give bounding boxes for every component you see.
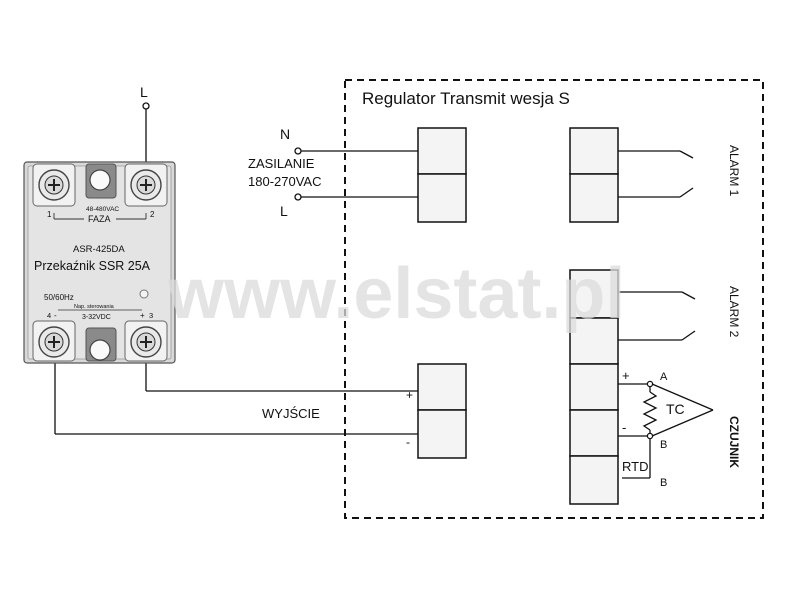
relay-l-label: L bbox=[140, 84, 148, 100]
sensor-b1-label: B bbox=[660, 439, 667, 451]
power-label-line2: 180-270VAC bbox=[248, 174, 321, 189]
ssr-pin3: 3 bbox=[149, 311, 153, 320]
sensor-tc-label: TC bbox=[666, 401, 685, 417]
sensor-rtd-label: RTD bbox=[622, 459, 648, 474]
ssr-minus: - bbox=[54, 311, 57, 320]
power-terminal-block bbox=[417, 127, 467, 223]
output-plus: + bbox=[406, 388, 413, 402]
regulator-title: Regulator Transmit wesja S bbox=[362, 89, 570, 108]
alarm1-contact bbox=[618, 150, 694, 198]
alarm2-label: ALARM 2 bbox=[727, 286, 741, 338]
alarm2-sensor-terminal-block bbox=[569, 269, 619, 505]
sensor-wiring bbox=[618, 380, 714, 479]
watermark: www.elstat.pl bbox=[167, 254, 625, 334]
output-wiring bbox=[54, 360, 418, 435]
ssr-input-range: 3-32VDC bbox=[82, 314, 111, 321]
ssr-freq: 50/60Hz bbox=[44, 293, 74, 302]
ssr-faza-label: FAZA bbox=[88, 214, 111, 224]
ssr-relay bbox=[23, 161, 176, 364]
power-label-line1: ZASILANIE bbox=[248, 156, 315, 171]
ssr-input-title: Nap. sterowania bbox=[74, 304, 115, 310]
regulator-enclosure bbox=[344, 79, 764, 519]
alarm1-label: ALARM 1 bbox=[727, 145, 741, 197]
alarm2-contact bbox=[618, 291, 696, 341]
sensor-minus: - bbox=[622, 420, 626, 435]
sensor-a-label: A bbox=[660, 371, 668, 383]
power-n-label: N bbox=[280, 126, 290, 142]
output-label: WYJŚCIE bbox=[262, 406, 320, 421]
ssr-name: Przekaźnik SSR 25A bbox=[34, 259, 151, 273]
output-terminal-block bbox=[417, 363, 467, 459]
sensor-b2-label: B bbox=[660, 477, 667, 489]
ssr-pin1: 1 bbox=[47, 210, 52, 219]
ssr-pin2: 2 bbox=[150, 210, 155, 219]
ssr-plus: + bbox=[140, 311, 145, 320]
sensor-label: CZUJNIK bbox=[727, 416, 741, 468]
ssr-pin4: 4 bbox=[47, 311, 51, 320]
alarm1-terminal-block bbox=[569, 127, 619, 223]
sensor-plus: + bbox=[622, 368, 630, 383]
output-minus: - bbox=[406, 435, 410, 449]
ssr-ac-range: 48-480VAC bbox=[86, 206, 119, 213]
power-l-label: L bbox=[280, 203, 288, 219]
ssr-model: ASR-425DA bbox=[73, 244, 125, 255]
